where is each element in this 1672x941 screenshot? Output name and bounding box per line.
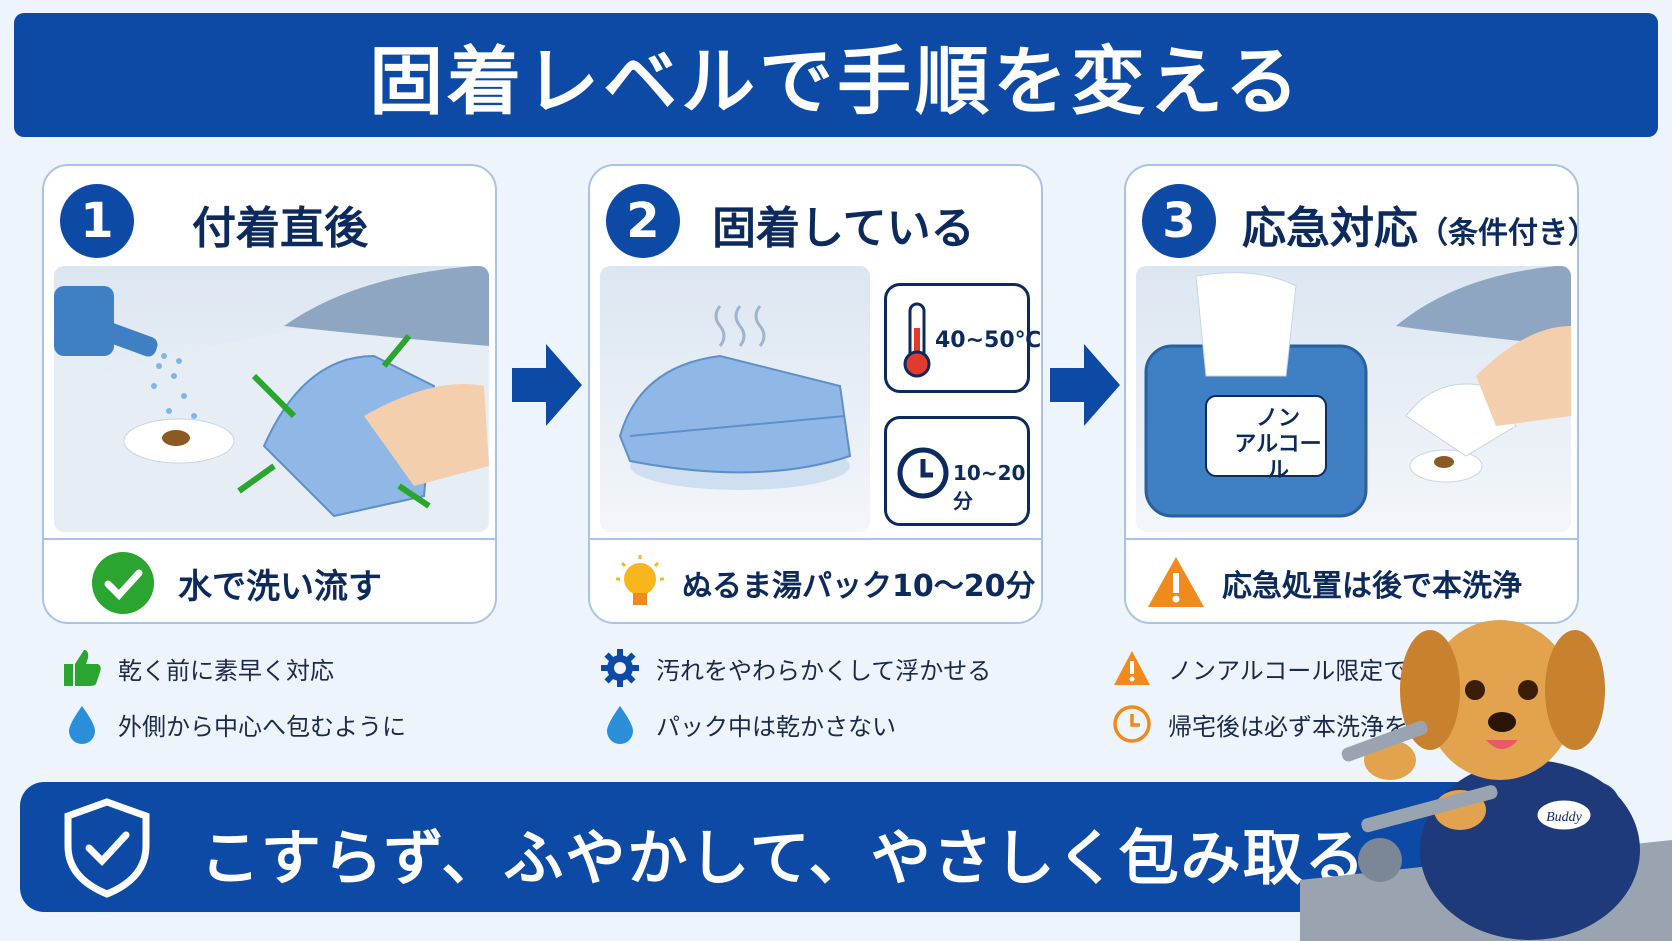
illustration-rinse [54, 266, 489, 532]
step-action-label: 水で洗い流す [178, 566, 382, 607]
step-card-1: 1 付着直後 水で洗い流す [42, 164, 497, 624]
mascot-patch: Buddy [1546, 810, 1583, 825]
page-title: 固着レベルで手順を変える [369, 38, 1303, 125]
thumbs-up-icon [62, 648, 102, 688]
tip-item: 外側から中心へ包むように [62, 704, 406, 744]
warning-icon [1148, 557, 1204, 607]
clock-icon [1112, 704, 1152, 744]
temperature-badge: 40~50℃ [884, 283, 1041, 393]
step-title: 付着直後 [192, 203, 368, 254]
illustration-warm-towel [600, 266, 870, 532]
step-action: 水で洗い流す [44, 538, 495, 622]
tip-item: 汚れをやわらかくして浮かせる [600, 648, 991, 688]
time-label: 10~20分 [953, 461, 1026, 513]
lightbulb-icon [616, 555, 664, 605]
footer-message: こすらず、ふやかして、やさしく包み取る [200, 824, 1367, 894]
gear-icon [600, 648, 640, 688]
step-number: 1 [60, 184, 134, 258]
header-banner: 固着レベルで手順を変える [14, 13, 1658, 137]
arrow-right-icon [512, 344, 582, 426]
water-drop-icon [600, 704, 640, 744]
footer-banner: こすらず、ふやかして、やさしく包み取る [20, 782, 1620, 912]
step-number: 3 [1142, 184, 1216, 258]
time-badge: 10~20分 [884, 416, 1030, 526]
step-card-2: 2 固着している [588, 164, 1043, 624]
warning-icon [1112, 648, 1152, 688]
step-action-label: 応急処置は後で本洗浄 [1222, 569, 1522, 604]
arrow-right-icon [1050, 344, 1120, 426]
step-title: 応急対応（条件付き） [1242, 203, 1577, 254]
step-number: 2 [606, 184, 680, 258]
wipes-label: ノンアルコール [1234, 406, 1322, 483]
water-drop-icon [62, 704, 102, 744]
illustration-wet-wipes: ノンアルコール [1136, 266, 1571, 532]
check-icon [92, 552, 154, 614]
step-action: 応急処置は後で本洗浄 [1126, 538, 1577, 622]
tip-item: 乾く前に素早く対応 [62, 648, 334, 688]
tip-item: パック中は乾かさない [600, 704, 896, 744]
dog-mechanic-mascot: Buddy [1300, 620, 1672, 941]
step-title: 固着している [712, 203, 975, 254]
clock-icon [897, 447, 949, 499]
temperature-label: 40~50℃ [935, 328, 1042, 353]
step-card-3: 3 応急対応（条件付き） ノンアルコール 応急処置は後で本洗浄 [1124, 164, 1579, 624]
step-action: ぬるま湯パック10〜20分 [590, 538, 1041, 626]
shield-check-icon [64, 798, 150, 898]
step-action-label: ぬるま湯パック10〜20分 [682, 569, 1036, 604]
thermometer-icon [903, 302, 931, 378]
